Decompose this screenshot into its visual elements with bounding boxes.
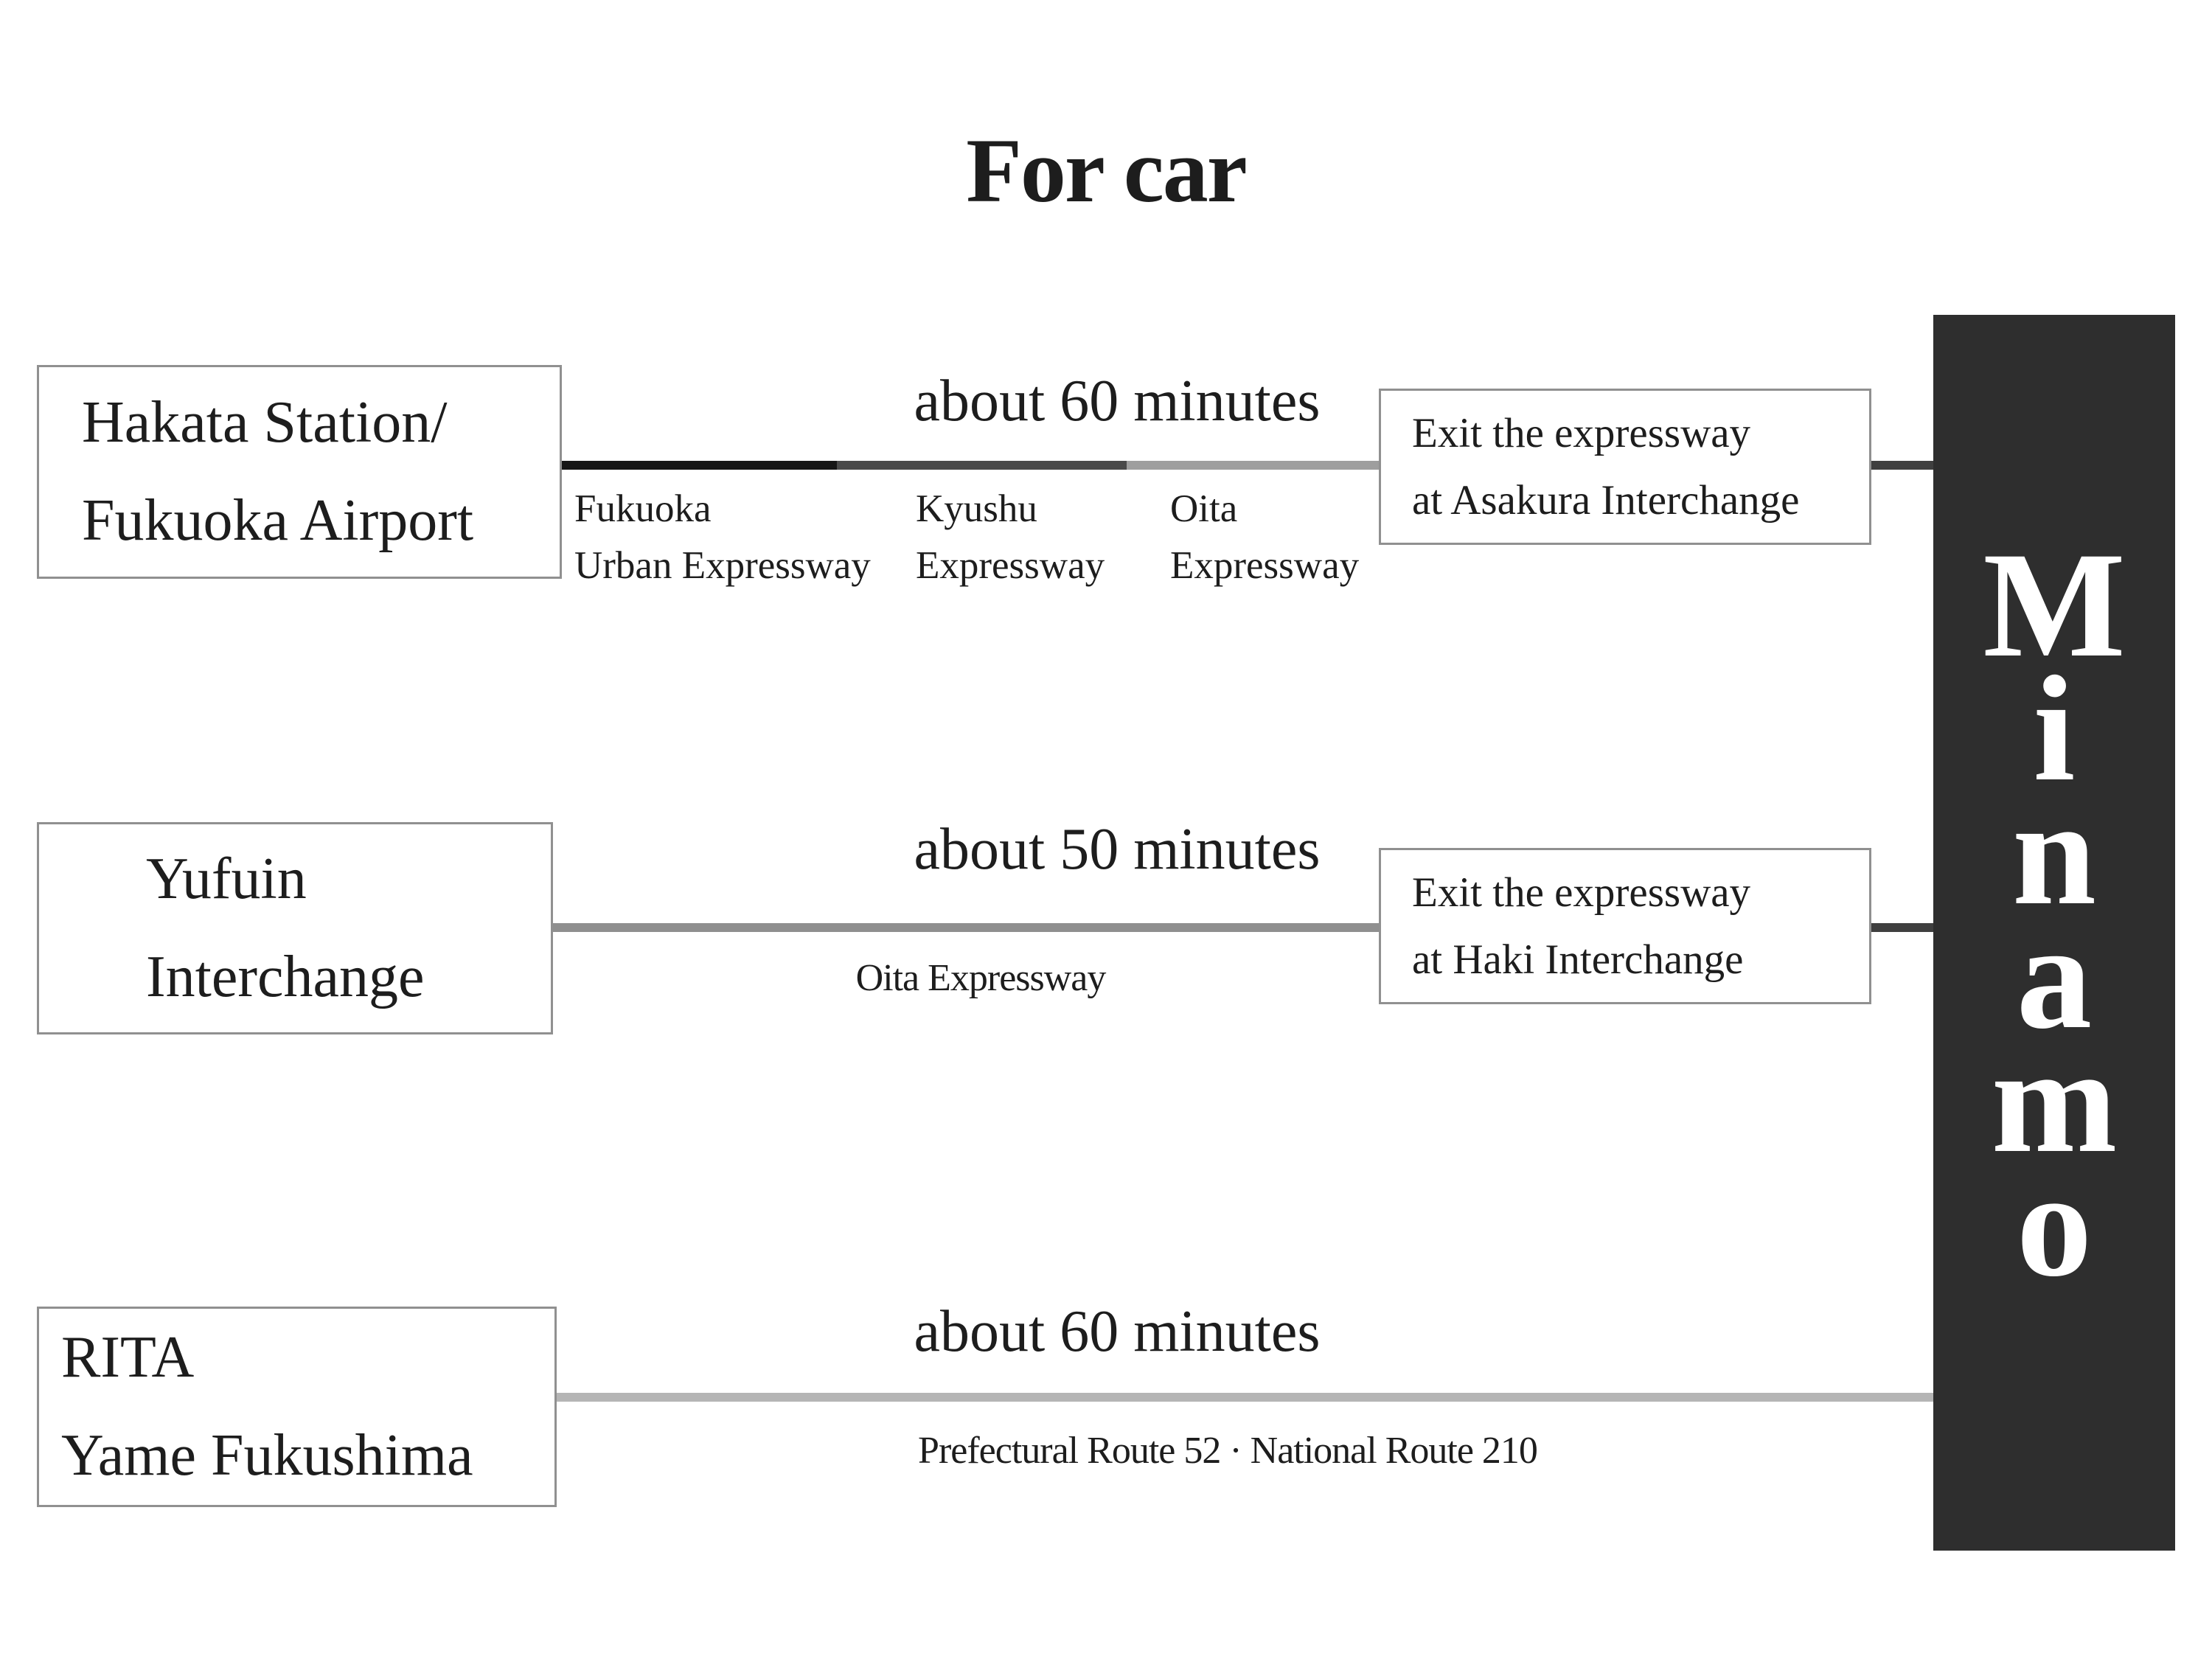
origin-line-1: RITA [61, 1325, 195, 1391]
page-title: For car [966, 120, 1248, 221]
route-line-fukuoka-urban-expressway [562, 461, 837, 470]
destination-letter-n: n [2011, 769, 2096, 936]
origin-line-1: Hakata Station/ [82, 390, 448, 456]
destination-name-vertical: M i n a m o [1933, 521, 2175, 1308]
route-line-oita-expressway-row1 [1127, 461, 1379, 470]
origin-line-2: Yame Fukushima [61, 1423, 473, 1488]
segment-label-line-2: Expressway [916, 543, 1105, 587]
origin-line-2: Interchange [146, 945, 425, 1009]
origin-box-hakata-fukuoka: Hakata Station/ Fukuoka Airport [37, 365, 562, 579]
exit-box-haki-interchange: Exit the expressway at Haki Interchange [1379, 848, 1871, 1004]
route-label-oita-expressway: Oita Expressway [855, 957, 1107, 999]
segment-label-line-1: Kyushu [916, 487, 1037, 530]
exit-line-2: at Haki Interchange [1412, 936, 1744, 983]
segment-label-line-1: Fukuoka [574, 487, 712, 530]
connector-line-row1 [1871, 461, 1933, 470]
route-label-prefectural-52-national-210: Prefectural Route 52 · National Route 21… [918, 1430, 1538, 1472]
exit-box-asakura-interchange: Exit the expressway at Asakura Interchan… [1379, 389, 1871, 545]
origin-box-rita-yame-fukushima: RITA Yame Fukushima [37, 1307, 557, 1507]
destination-letter-i: i [2033, 645, 2076, 813]
exit-line-2: at Asakura Interchange [1412, 477, 1800, 524]
segment-label-oita: Oita Expressway [1170, 481, 1359, 594]
destination-letter-o: o [2016, 1141, 2093, 1308]
exit-line-1: Exit the expressway [1412, 409, 1751, 456]
origin-line-2: Fukuoka Airport [82, 488, 474, 553]
duration-label-row2: about 50 minutes [914, 817, 1321, 882]
segment-label-fukuoka-urban: Fukuoka Urban Expressway [574, 481, 871, 594]
segment-label-line-1: Oita [1170, 487, 1238, 530]
destination-letter-a: a [2016, 893, 2093, 1060]
origin-box-yufuin-interchange: Yufuin Interchange [37, 822, 553, 1034]
segment-label-line-2: Expressway [1170, 543, 1360, 587]
exit-line-1: Exit the expressway [1412, 869, 1751, 916]
destination-letter-m-upper: M [1983, 521, 2126, 689]
route-line-prefectural-national [557, 1393, 1933, 1402]
segment-label-kyushu: Kyushu Expressway [916, 481, 1105, 594]
route-line-oita-expressway-row2 [553, 923, 1379, 932]
destination-minamo-bar: M i n a m o [1933, 315, 2175, 1551]
duration-label-row1: about 60 minutes [914, 369, 1321, 434]
duration-label-row3: about 60 minutes [914, 1299, 1321, 1364]
connector-line-row2 [1871, 923, 1933, 932]
destination-letter-m-lower: m [1991, 1017, 2118, 1184]
route-line-kyushu-expressway [837, 461, 1127, 470]
segment-label-line-2: Urban Expressway [574, 543, 871, 587]
origin-line-1: Yufuin [146, 846, 307, 912]
